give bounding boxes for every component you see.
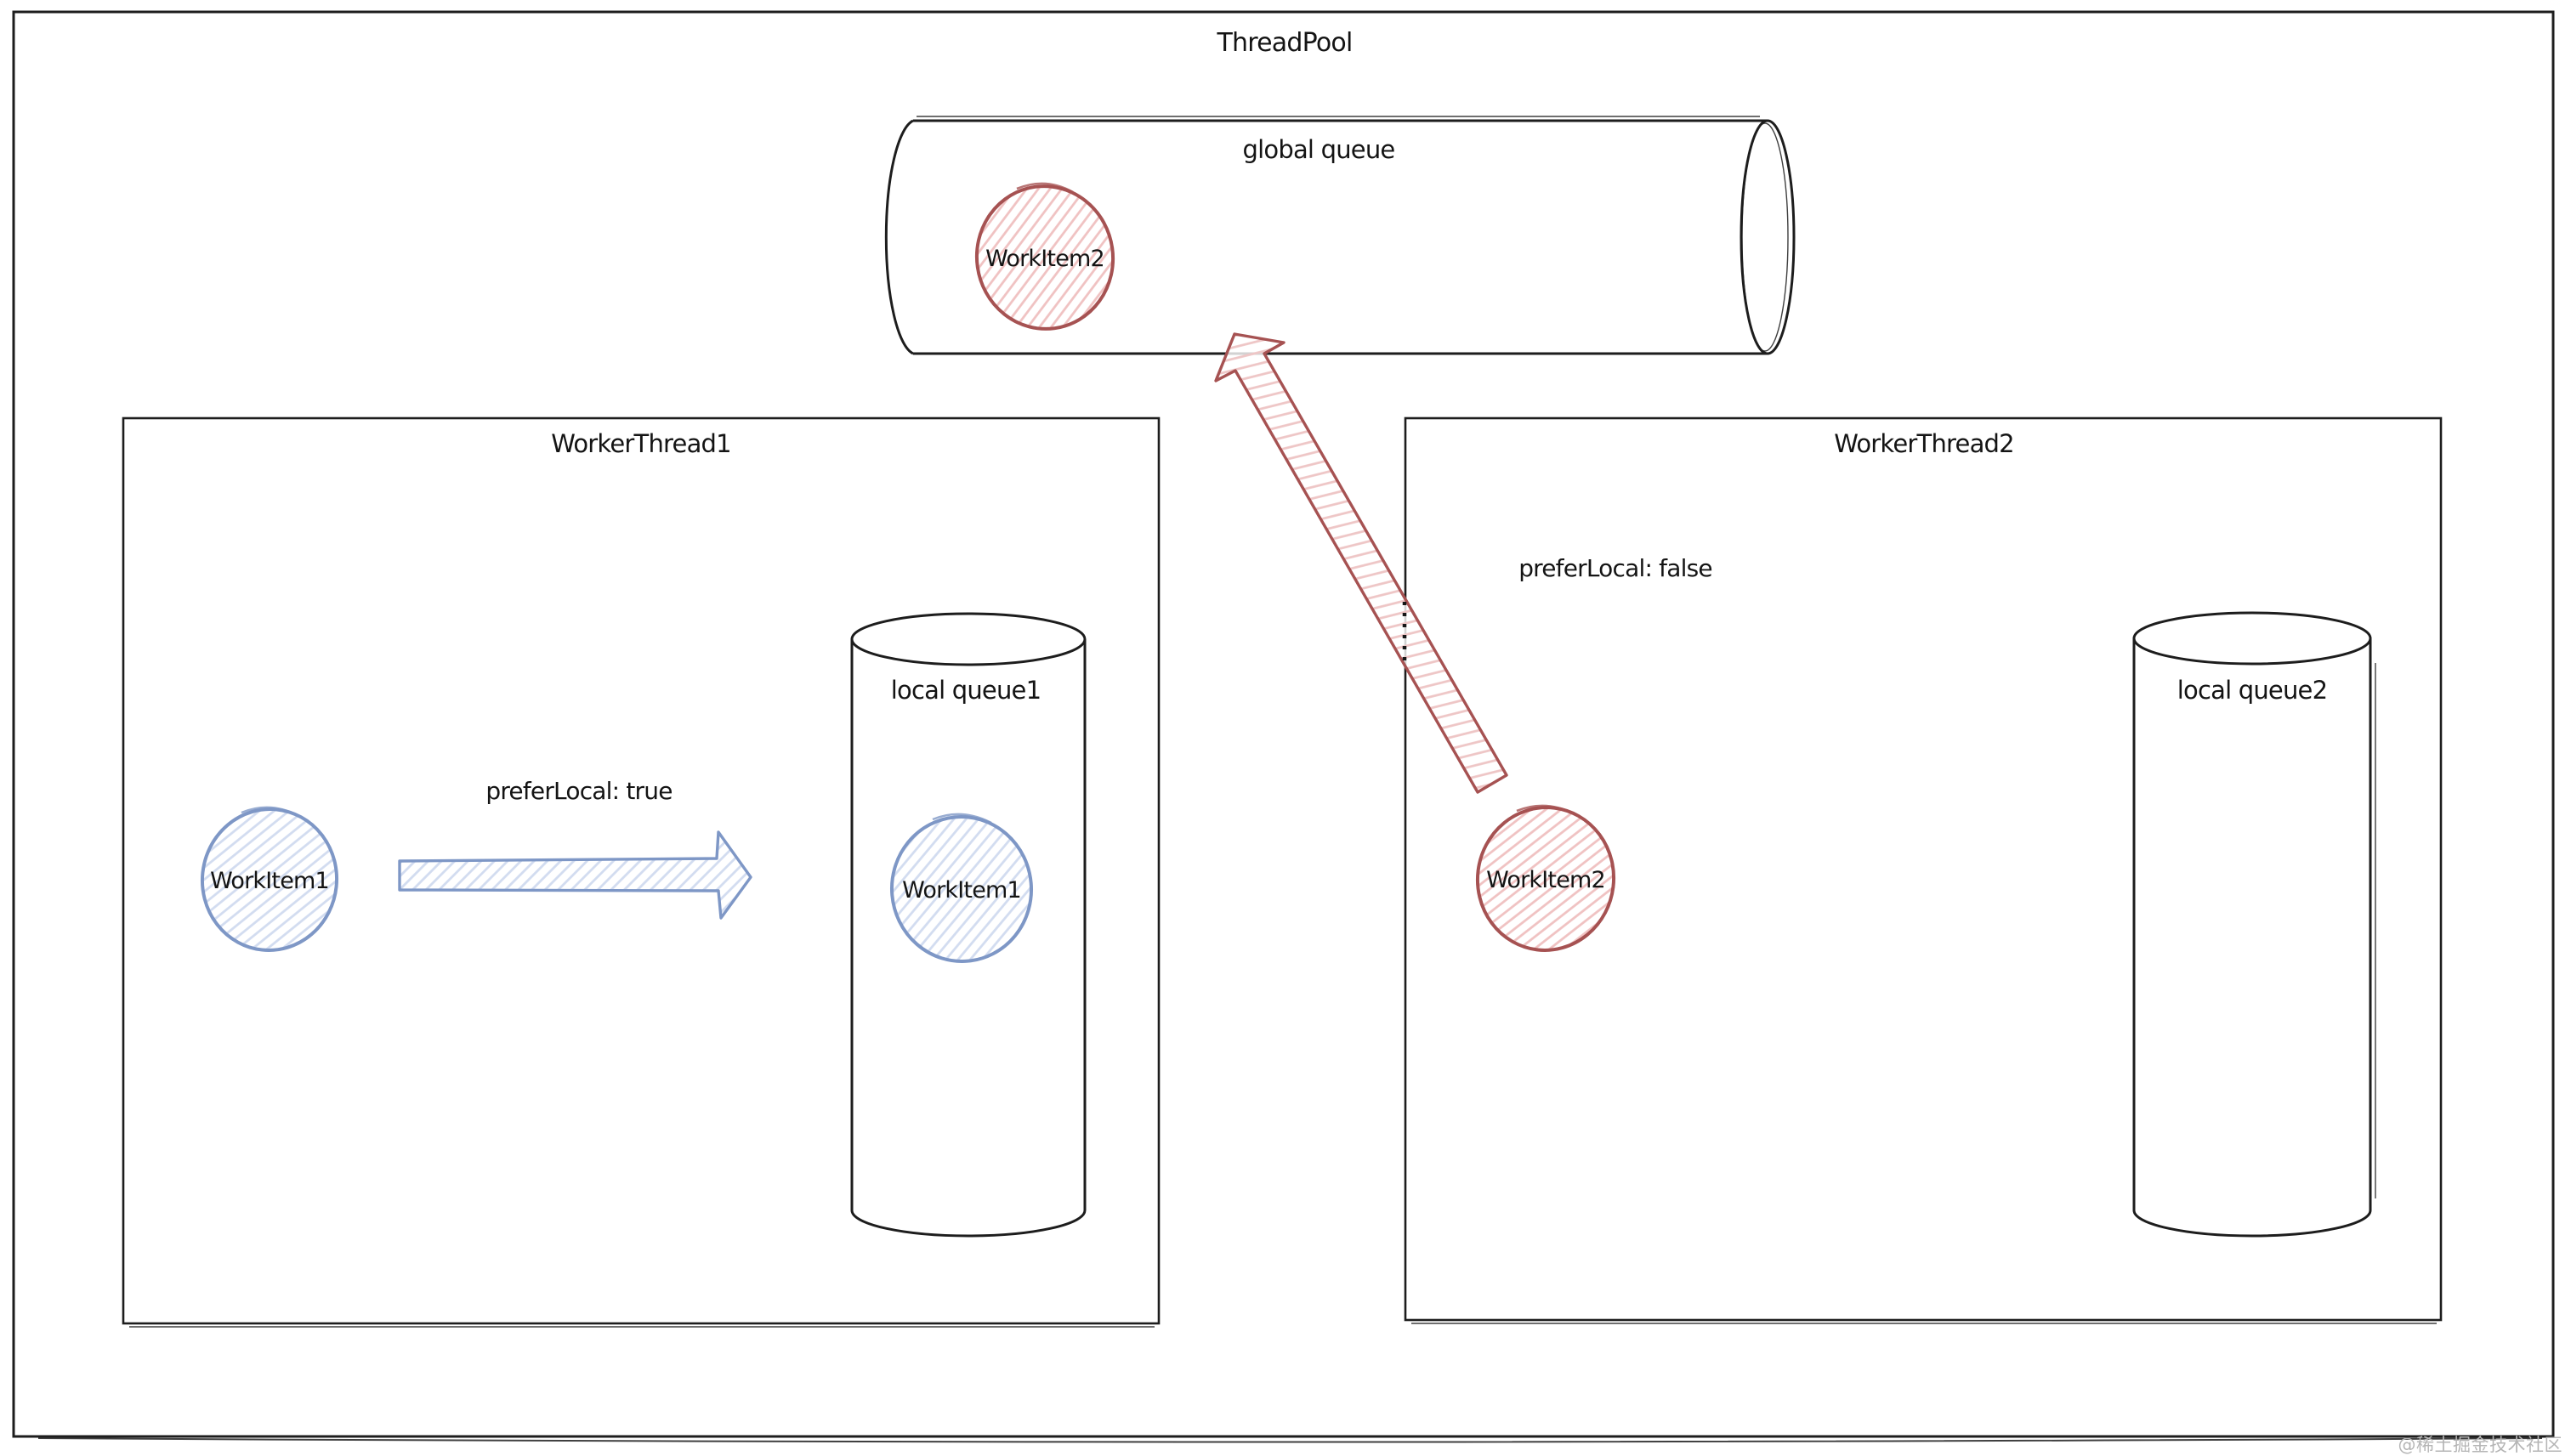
local-queue-2-label: local queue2 <box>2177 676 2328 705</box>
local-queue-2-bottom <box>2132 1210 2372 1238</box>
local-queue-1-top <box>850 612 1087 666</box>
global-queue-label: global queue <box>1243 135 1395 164</box>
worker-thread-1-border <box>122 416 1161 1325</box>
workitem2-global-label: WorkItem2 <box>985 246 1104 272</box>
workitem1-free-circle <box>200 807 339 952</box>
workitem2-free-label: WorkItem2 <box>1486 867 1605 893</box>
global-queue-right-cap <box>1740 119 1796 355</box>
global-queue-workitem2: WorkItem2 <box>974 182 1115 331</box>
workitem1-free-label: WorkItem1 <box>210 868 329 894</box>
worker-thread-2-annotation: preferLocal: false <box>1518 554 1712 582</box>
local-queue-1-cylinder: local queue1 WorkItem1 <box>850 612 1087 1238</box>
workitem1-queued: WorkItem1 <box>889 813 1034 963</box>
worker-thread-2-title: WorkerThread2 <box>1834 429 2014 458</box>
global-queue-cylinder: global queue WorkItem2 <box>884 116 1796 355</box>
workitem1-queued-circle <box>889 815 1034 963</box>
threadpool-container: ThreadPool <box>12 10 2555 1443</box>
workitem2-global-circle <box>974 184 1115 331</box>
enqueue-global-arrow-group <box>1214 332 1508 794</box>
workitem1-free: WorkItem1 <box>200 806 339 952</box>
enqueue-local-arrow <box>398 830 752 920</box>
watermark-text: @稀土掘金技术社区 <box>2398 1435 2563 1455</box>
workitem2-free-circle-sketch <box>1516 804 1576 816</box>
enqueue-global-arrow <box>1214 332 1508 794</box>
worker-thread-1: WorkerThread1 preferLocal: true WorkItem… <box>122 416 1161 1328</box>
local-queue-2-cylinder: local queue2 <box>2132 611 2376 1238</box>
global-queue-right-cap-sketch <box>1741 122 1789 352</box>
workitem2-free: WorkItem2 <box>1475 804 1616 952</box>
local-queue-1-label: local queue1 <box>891 676 1041 705</box>
worker-thread-1-title: WorkerThread1 <box>551 429 731 458</box>
workitem2-free-circle <box>1475 806 1616 952</box>
global-queue-left-cap <box>884 119 914 355</box>
worker-thread-2-border <box>1404 416 2443 1322</box>
workitem2-global-circle-sketch <box>1016 182 1074 194</box>
local-queue-2-top <box>2132 611 2372 666</box>
threadpool-title: ThreadPool <box>1217 28 1353 58</box>
workitem1-free-circle-sketch <box>241 806 300 818</box>
local-queue-1-bottom <box>850 1210 1087 1238</box>
workitem1-queued-circle-sketch <box>932 813 992 824</box>
threadpool-border <box>12 10 2555 1438</box>
worker-thread-2: WorkerThread2 preferLocal: false WorkIte… <box>1404 416 2443 1324</box>
worker-thread-1-annotation: preferLocal: true <box>485 777 672 805</box>
workitem1-queued-label: WorkItem1 <box>902 877 1021 904</box>
threadpool-border-sketch-line <box>37 1437 2543 1443</box>
